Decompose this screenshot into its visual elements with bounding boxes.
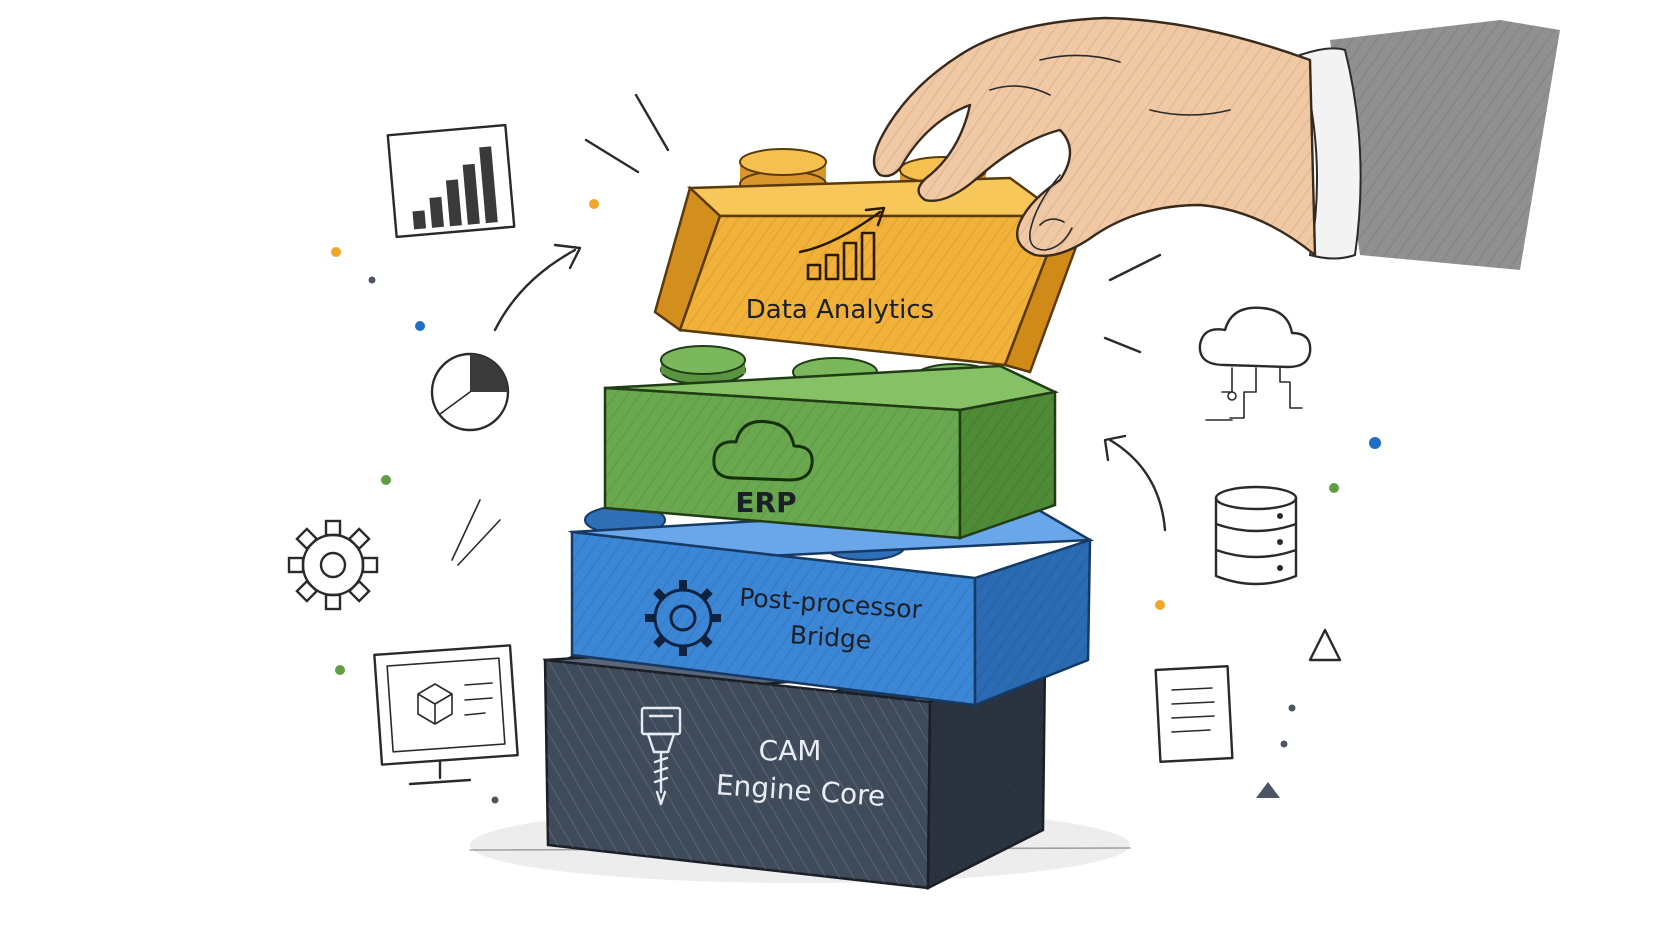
monitor-cube-icon <box>373 644 519 786</box>
erp-label: ERP <box>735 486 796 519</box>
cam-label-line1: CAM <box>759 734 822 767</box>
gear-icon <box>645 580 721 656</box>
analytics-label: Data Analytics <box>746 295 934 325</box>
trend-chart-icon <box>798 206 886 281</box>
curved-arrow-icon <box>493 243 582 332</box>
bridge-label-line2: Bridge <box>789 620 872 655</box>
document-icon <box>1154 664 1234 764</box>
accent-dots <box>331 199 1381 804</box>
gear-doodle-icon <box>287 519 379 611</box>
hand-illustration <box>872 16 1560 270</box>
motion-lines <box>451 93 1162 566</box>
cam-engine-core-block: CAM Engine Core <box>542 628 1048 891</box>
cloud-network-icon <box>1198 306 1312 421</box>
erp-block: ERP <box>603 345 1060 540</box>
pie-chart-icon <box>430 352 510 432</box>
post-processor-bridge-block: Post-processor Bridge <box>567 503 1095 707</box>
database-icon <box>1214 485 1298 586</box>
data-analytics-block: Data Analytics <box>653 148 1082 374</box>
spindle-icon <box>640 706 682 806</box>
cloud-icon <box>712 419 814 482</box>
triangle-outline-icon <box>1308 628 1342 662</box>
bar-chart-icon <box>386 123 516 239</box>
triangle-filled-icon <box>1256 782 1280 798</box>
curved-arrow-right-icon <box>1103 434 1167 532</box>
